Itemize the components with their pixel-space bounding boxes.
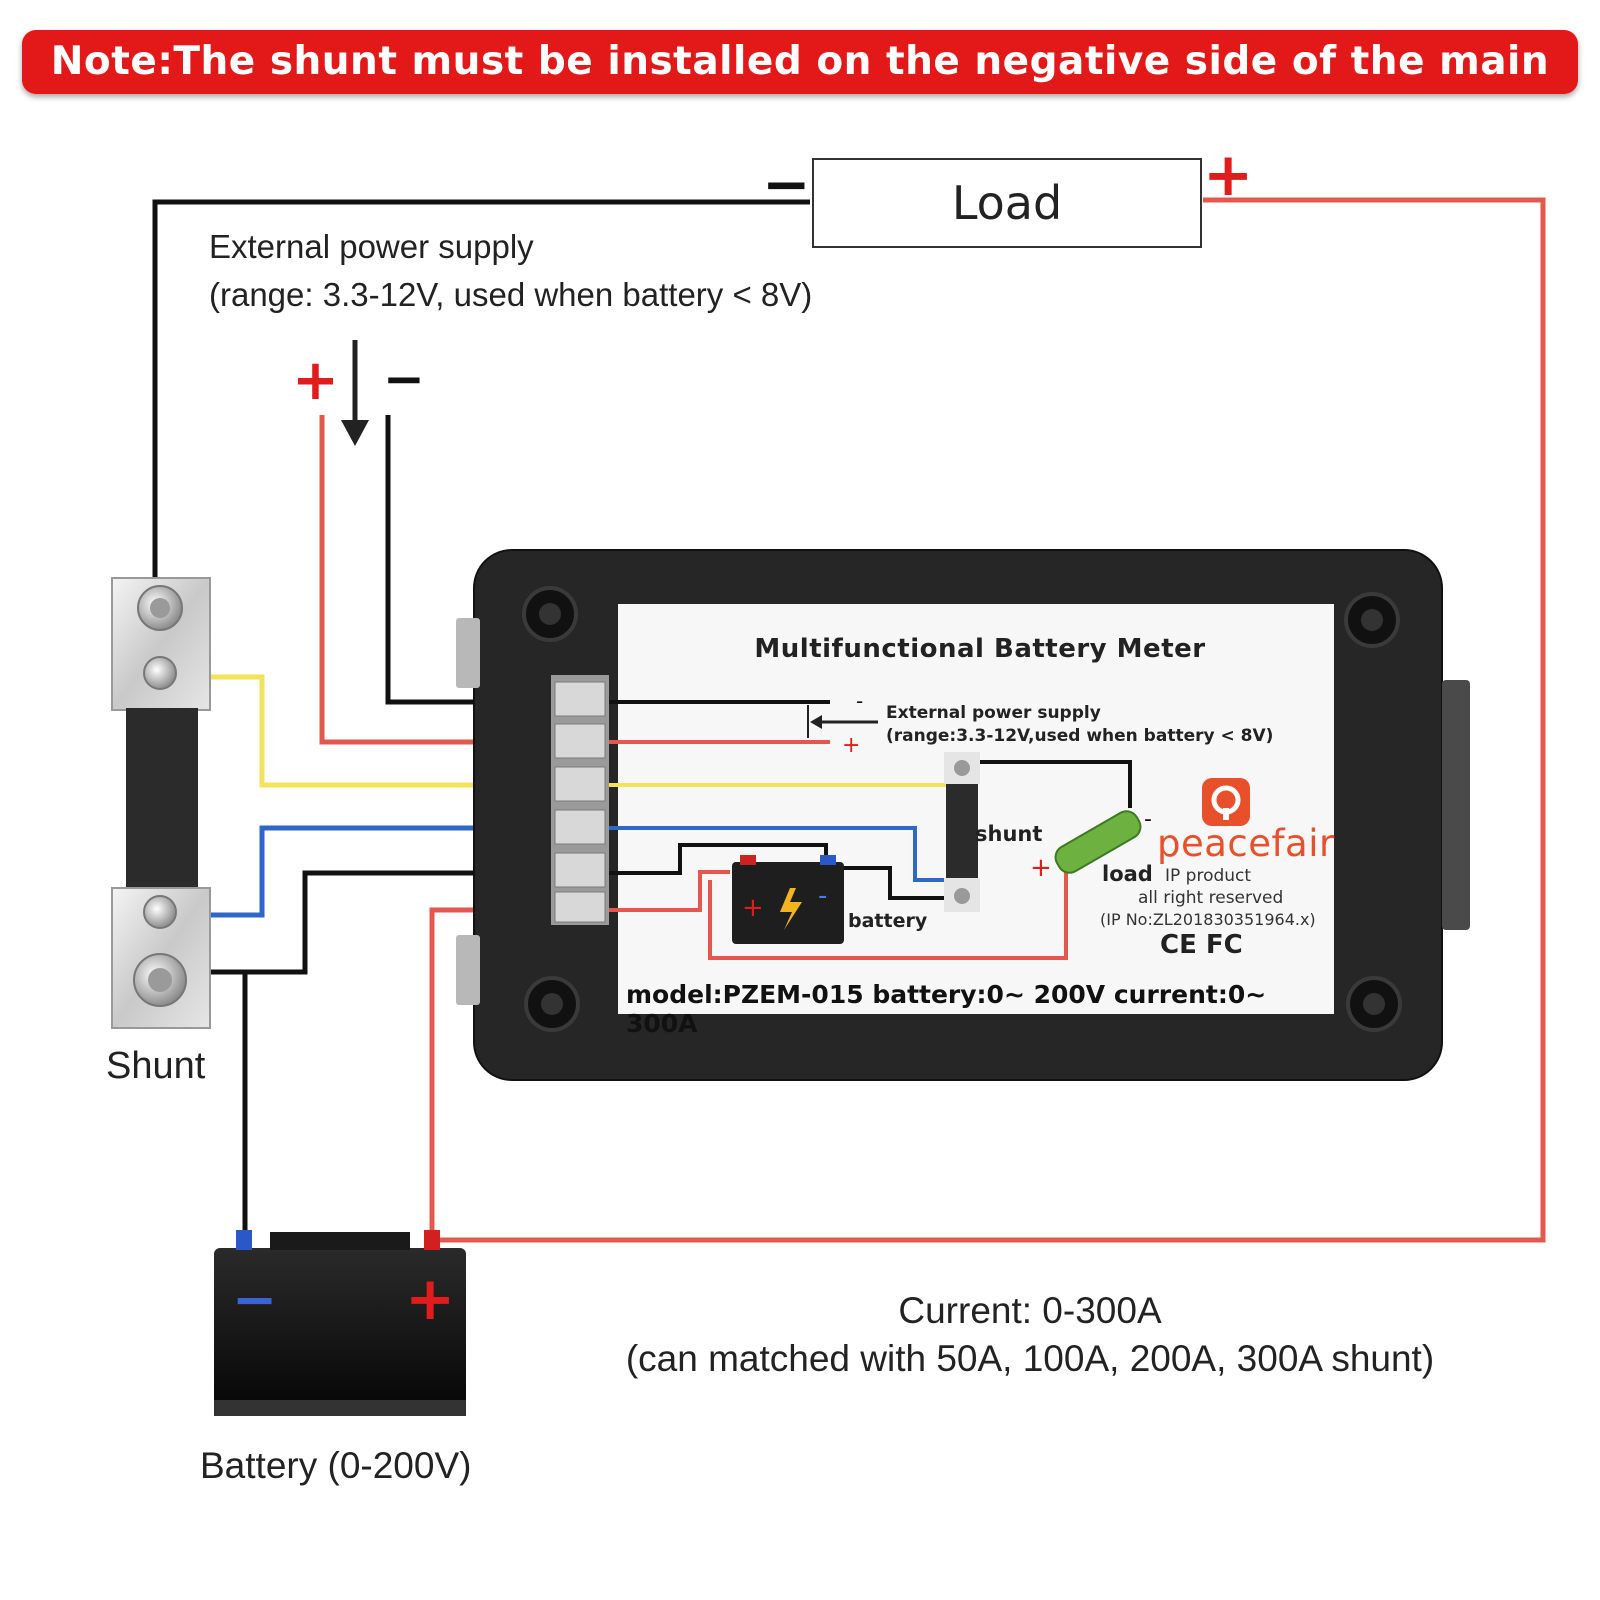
- battery-device: [214, 1230, 466, 1416]
- mini-shunt: [946, 752, 978, 912]
- meter-battery-label: battery: [848, 910, 928, 932]
- shunt-label: Shunt: [106, 1045, 206, 1087]
- svg-text:+: +: [742, 893, 764, 923]
- svg-text:-: -: [1144, 807, 1152, 832]
- brand-rights: all right reserved: [1138, 888, 1284, 908]
- load-box: Load: [812, 158, 1202, 248]
- meter-screws: [522, 586, 1402, 1032]
- battery-minus-sign: −: [232, 1268, 278, 1331]
- wire-load-positive: [429, 197, 1546, 1243]
- wire-yellow: [170, 674, 566, 788]
- meter-ext-line1: External power supply: [886, 703, 1101, 723]
- external-minus-sign: −: [383, 350, 425, 408]
- svg-text:-: -: [818, 881, 827, 911]
- shunt-device: [111, 577, 211, 1029]
- external-supply-line2: (range: 3.3-12V, used when battery < 8V): [209, 276, 813, 313]
- certification-marks: CE FC: [1160, 930, 1243, 960]
- wire-blue: [170, 825, 566, 918]
- current-range-line2: (can matched with 50A, 100A, 200A, 300A …: [625, 1338, 1435, 1379]
- meter-title: Multifunctional Battery Meter: [754, 634, 1206, 664]
- svg-text:-: -: [856, 689, 863, 713]
- note-banner: [22, 30, 1578, 94]
- note-text: Note:The shunt must be installed on the …: [50, 39, 1550, 148]
- wire-black-shunt: [160, 870, 566, 975]
- external-supply-line1: External power supply: [209, 228, 534, 265]
- ext-arrow-head: [341, 420, 369, 446]
- load-plus-sign: +: [1203, 140, 1254, 210]
- peacefair-logo: [1202, 778, 1250, 826]
- svg-text:+: +: [842, 733, 860, 758]
- meter-model-line: model:PZEM-015 battery:0~ 200V current:0…: [626, 980, 1267, 1038]
- mini-load-resistor: [1054, 810, 1142, 874]
- brand-ip-product: IP product: [1165, 866, 1252, 886]
- svg-text:+: +: [1030, 853, 1052, 883]
- load-minus-sign: −: [762, 150, 811, 218]
- meter-shunt-label: shunt: [975, 822, 1043, 846]
- battery-label: Battery (0-200V): [200, 1445, 472, 1486]
- battery-plus-sign: +: [405, 1264, 456, 1334]
- terminal-slots: [554, 681, 606, 923]
- meter-ext-line2: (range:3.3-12V,used when battery < 8V): [886, 726, 1274, 746]
- external-plus-sign: +: [292, 348, 339, 413]
- current-range-line1: Current: 0-300A: [898, 1290, 1162, 1331]
- brand-name: peacefair: [1157, 822, 1335, 865]
- meter-load-label: load: [1102, 862, 1153, 886]
- brand-ip-number: (IP No:ZL201830351964.x): [1100, 910, 1316, 929]
- wire-load-negative: [152, 199, 810, 600]
